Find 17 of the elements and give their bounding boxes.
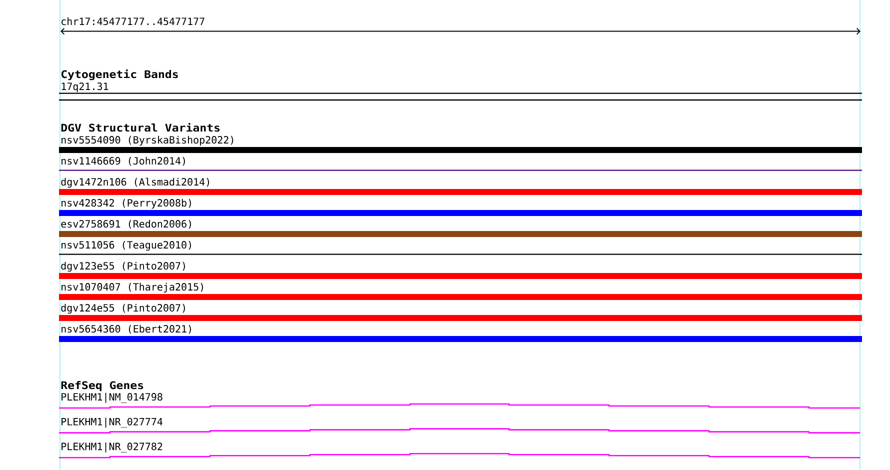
- feature-label: nsv428342 (Perry2008b): [62, 198, 191, 209]
- locus-label: chr17:45477177..45477177: [62, 17, 204, 26]
- feature-label: nsv5654360 (Ebert2021): [62, 324, 191, 334]
- feature-label: esv2758691 (Redon2006): [61, 220, 191, 229]
- feature-label: nsv1070407 (Thareja2015): [62, 282, 203, 293]
- feature-label: dgv124e55 (Pinto2007): [61, 304, 185, 314]
- feature-label: nsv511056 (Teague2010): [62, 240, 191, 251]
- feature-label: nsv1146669 (John2014): [62, 156, 185, 166]
- track-title: DGV Structural Variants: [61, 122, 220, 132]
- feature-label: PLEKHM1|NR_027774: [62, 418, 162, 428]
- feature-label: dgv1472n106 (Alsmadi2014): [61, 178, 210, 188]
- feature-label: PLEKHM1|NM_014798: [62, 392, 162, 403]
- feature-label: dgv123e55 (Pinto2007): [61, 262, 185, 272]
- feature-label: PLEKHM1|NR_027782: [62, 442, 162, 452]
- track-title: RefSeq Genes: [61, 381, 144, 392]
- feature-label: nsv5554090 (ByrskaBishop2022): [62, 136, 234, 146]
- feature-label: 17q21.31: [62, 82, 108, 92]
